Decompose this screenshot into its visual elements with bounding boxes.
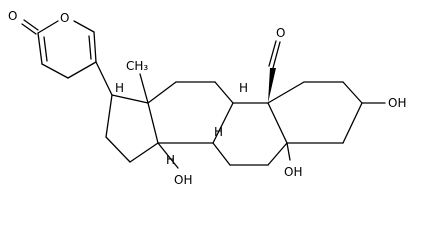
bond-c2-o1 <box>37 20 59 34</box>
bond-c2-oxo-a <box>23 19 39 31</box>
ring-a <box>267 81 363 144</box>
bond-c14-c15 <box>129 142 159 163</box>
bond-cho-c-o-b <box>268 40 277 67</box>
bond-c7-c8 <box>212 142 231 166</box>
c3-hydroxyl: OH <box>388 96 406 110</box>
c8-hydrogen: H <box>214 125 223 139</box>
bond-c3-c4 <box>342 102 363 144</box>
wedge-c10-cho <box>268 68 276 103</box>
bond-c5-c4 <box>67 61 97 79</box>
bond-c10-c1 <box>267 81 305 104</box>
chemical-structure: O O H CH₃ OH H H H O <box>8 9 406 187</box>
bond-c11-c9 <box>214 81 234 104</box>
bond-c4-c3 <box>41 63 69 79</box>
ring-b <box>212 102 288 166</box>
ring-d <box>105 94 159 163</box>
bond-cho-c-o-a <box>272 41 281 69</box>
c9-hydrogen: H <box>239 81 248 95</box>
bond-c6-c5b <box>88 35 92 60</box>
bond-c3-c2a <box>37 32 43 65</box>
c17-hydrogen: H <box>115 81 124 95</box>
bond-c5-oh <box>286 142 291 161</box>
ring-c <box>147 81 234 144</box>
c14-hydrogen: H <box>166 153 175 167</box>
bond-c14-oh <box>157 142 179 169</box>
bond-c15-c16 <box>105 136 131 163</box>
bond-c2-oxo-b <box>21 23 37 35</box>
methyl-group: CH₃ <box>126 59 148 73</box>
bond-c16-c17 <box>105 94 113 138</box>
c14-hydroxyl: OH <box>174 173 192 187</box>
bond-c9-c8 <box>212 102 234 144</box>
bond-o1-c6 <box>73 20 95 33</box>
pyranone-oxo-oxygen: O <box>8 9 17 23</box>
c5-hydroxyl: OH <box>284 165 302 179</box>
bond-pyranone-c17 <box>95 61 113 96</box>
bond-c5-c6 <box>267 142 288 166</box>
bond-c17-c13 <box>111 94 149 104</box>
bond-c3-c2b <box>43 36 48 62</box>
bond-c10-c5 <box>267 102 288 144</box>
bond-c13-c14 <box>147 102 159 144</box>
bond-c2-c3 <box>342 81 363 104</box>
pyranone-ring <box>21 19 97 79</box>
pyranone-ring-oxygen: O <box>60 11 69 25</box>
aldehyde-oxygen: O <box>276 26 285 40</box>
bond-c13-c12 <box>147 81 177 104</box>
bond-c13-methyl <box>139 73 149 104</box>
bond-c6-c5a <box>93 31 97 63</box>
